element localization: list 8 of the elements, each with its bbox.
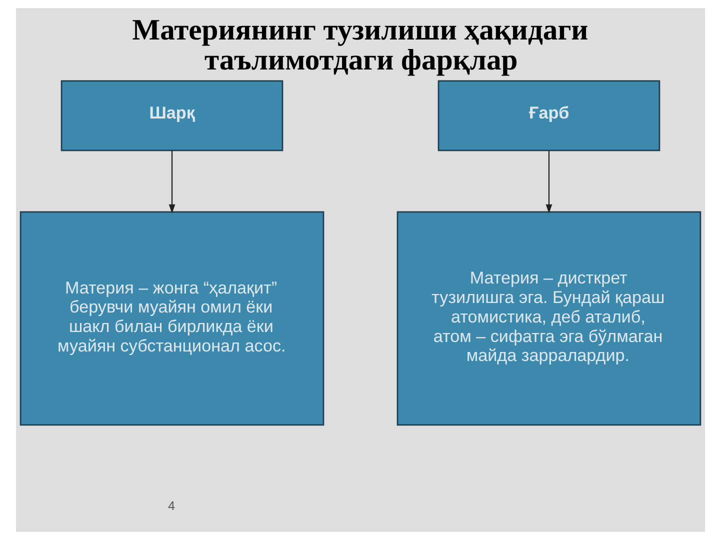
label: 4	[168, 499, 175, 514]
arrow	[168, 150, 175, 214]
node-box: Шарқ	[60, 80, 283, 152]
arrow	[545, 150, 552, 214]
diagram-title: Материянинг тузилиши ҳақидаги таълимотдаги фарқлар	[132, 14, 588, 76]
node-box: Ғарб	[437, 80, 660, 152]
node-box: Материя – жонга “ҳалақит” берувчи муайян омил ёки шакл билан бирликда ёки муайян субстанционал асос.	[19, 211, 324, 426]
node-box: Материя – дисткрет тузилишга эга. Бундай қараш атомистика, деб аталиб, атом – сифатга эга бўлмаган майда зарралардир.	[396, 211, 701, 426]
